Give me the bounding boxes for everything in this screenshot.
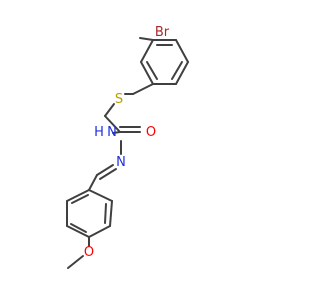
atom-labels: Br S O H N N O [84, 25, 170, 260]
bond [112, 131, 121, 134]
bond [66, 225, 90, 238]
bond-double-inner [70, 223, 87, 233]
bromine-atom-label: Br [155, 25, 170, 40]
bond-double-inner [146, 61, 158, 80]
bond [104, 103, 115, 117]
bond-double [96, 164, 114, 176]
bond-double-inner [104, 203, 107, 224]
carbonyl-oxygen-atom-label: O [146, 125, 156, 140]
sulfur-atom-label: S [115, 92, 123, 107]
bond [66, 189, 90, 202]
amide-hydrogen-label: H [94, 125, 104, 140]
bond [109, 200, 113, 227]
molecule-structure: Br S O H N N O [66, 25, 189, 269]
imine-nitrogen-atom-label: N [116, 155, 126, 170]
amide-nitrogen-atom-label: N [107, 125, 117, 140]
bond-double-inner [71, 194, 89, 204]
bond [104, 115, 121, 133]
molecule-structure-canvas: Br S O H N N O [66, 25, 189, 269]
bond [88, 174, 98, 191]
bond [139, 37, 154, 41]
bond-double-inner [99, 168, 117, 180]
bond [88, 189, 113, 202]
bond [67, 255, 84, 269]
bond [140, 39, 154, 63]
bond [132, 83, 154, 95]
bond [175, 61, 189, 85]
bond [175, 39, 189, 63]
methoxy-oxygen-atom-label: O [84, 245, 94, 260]
bond-lines [66, 37, 189, 269]
bond [140, 61, 154, 85]
bond [88, 225, 111, 238]
bond-double-inner [171, 61, 183, 80]
